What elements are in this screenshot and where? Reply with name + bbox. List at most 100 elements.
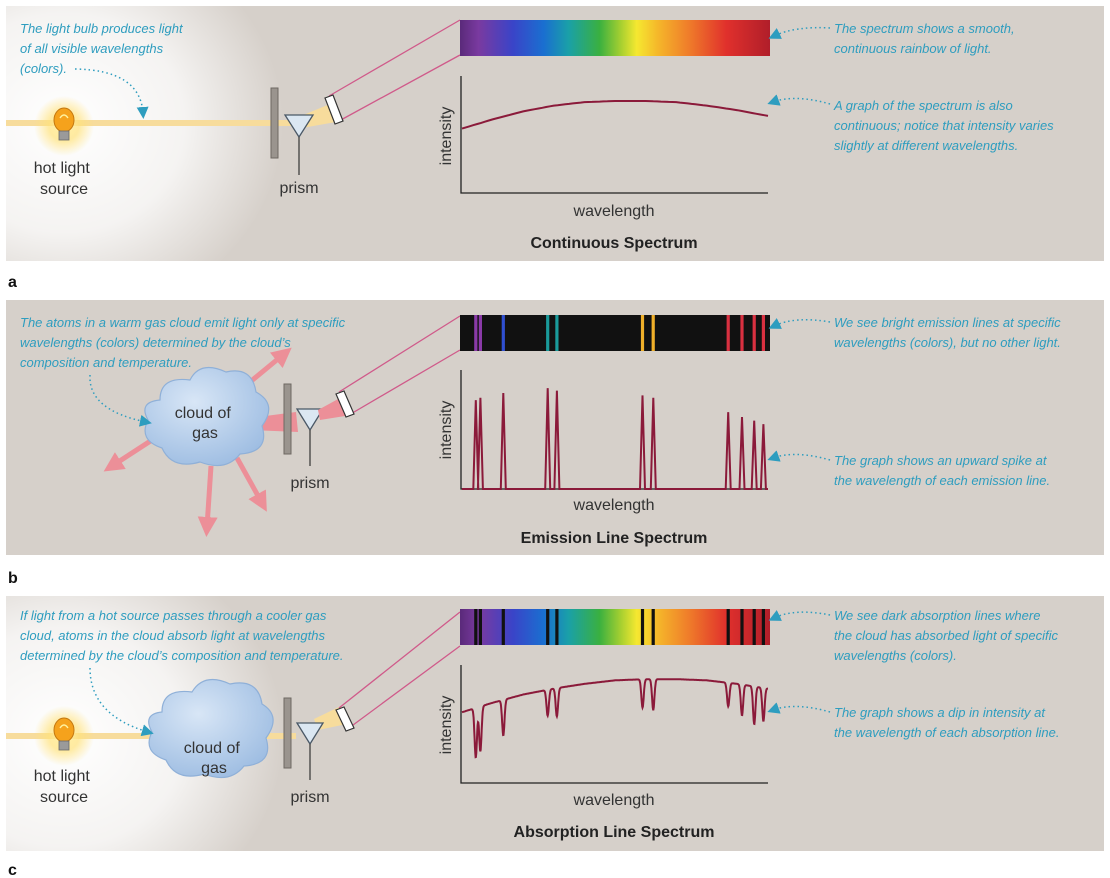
- emission-band-line: [640, 315, 645, 351]
- emission-spikes: [462, 388, 768, 490]
- emission-arrow: [234, 456, 267, 512]
- graph-axes: [460, 665, 768, 784]
- beam-edge-top: [338, 611, 461, 709]
- emission-lines-group: [474, 315, 765, 351]
- x-axis-label: wavelength: [573, 497, 655, 514]
- caption-right-bottom: A graph of the spectrum is also continuo…: [833, 98, 1057, 153]
- beam-edge-bottom: [348, 349, 461, 416]
- refracted-beam: [318, 398, 345, 420]
- emission-band-line: [651, 315, 655, 351]
- panel-c: hot light source cloud of gas prism inte…: [6, 596, 1104, 851]
- emission-band-line: [761, 315, 765, 351]
- absorption-spectrum-band: [460, 609, 770, 645]
- cloud-icon: [148, 678, 274, 779]
- caption-pointer-bottom: [767, 94, 831, 106]
- absorption-lines-group: [474, 609, 765, 645]
- emission-spectrum-band: [460, 315, 770, 351]
- slit-icon: [270, 87, 279, 159]
- continuous-spectrum-band: [460, 20, 770, 56]
- screen-icon: [335, 390, 355, 418]
- emission-arrow: [248, 347, 292, 384]
- absorption-band-line: [501, 609, 505, 645]
- beam-edge-bottom: [348, 645, 461, 729]
- caption-right-top: The spectrum shows a smooth, continuous …: [834, 21, 1018, 56]
- panel-b-letter: b: [8, 570, 18, 587]
- caption-pointer-left: [74, 68, 149, 119]
- absorption-band-line: [640, 609, 645, 645]
- absorption-band-line: [761, 609, 765, 645]
- emission-arrow: [197, 465, 218, 537]
- emission-band-line: [752, 315, 756, 351]
- emission-band-line: [478, 315, 482, 351]
- panel-a-title: Continuous Spectrum: [530, 235, 697, 252]
- absorption-curve: [461, 678, 768, 759]
- emission-arrows: [103, 347, 292, 537]
- x-axis-label: wavelength: [573, 203, 655, 220]
- beam-edge-top: [328, 19, 461, 97]
- y-axis-label: intensity: [438, 107, 455, 166]
- cloud-label: cloud of gas: [175, 405, 236, 442]
- screen-icon: [324, 94, 344, 125]
- absorption-band-line: [726, 609, 730, 645]
- panel-c-letter: c: [8, 862, 17, 878]
- prism-icon: [295, 408, 325, 432]
- beam-edge-bottom: [338, 54, 461, 122]
- source-label: hot light source: [34, 160, 95, 198]
- panel-a: hot light source prism intensity wavelen…: [6, 6, 1104, 261]
- absorption-band-line: [546, 609, 550, 645]
- y-axis-label: intensity: [438, 401, 455, 460]
- slit-icon: [283, 383, 292, 455]
- panel-c-title: Absorption Line Spectrum: [514, 824, 715, 841]
- emission-band-line: [501, 315, 505, 351]
- prism-icon: [283, 114, 315, 139]
- caption-pointer-left: [89, 667, 154, 737]
- caption-right-bottom: The graph shows an upward spike at the w…: [834, 453, 1050, 488]
- panel-b: cloud of gas prism intensity wavelength …: [6, 300, 1104, 555]
- emission-band-line: [555, 315, 559, 351]
- caption-left: If light from a hot source passes throug…: [20, 608, 344, 663]
- absorption-band-line: [752, 609, 756, 645]
- caption-pointer-top: [768, 26, 831, 39]
- caption-pointer-bottom: [767, 702, 831, 714]
- screen-icon: [335, 706, 355, 732]
- panel-b-title: Emission Line Spectrum: [521, 530, 708, 547]
- caption-right-top: We see dark absorption lines where the c…: [834, 608, 1062, 663]
- caption-pointer-left: [89, 374, 152, 427]
- source-label: hot light source: [34, 768, 95, 806]
- emission-band-line: [546, 315, 550, 351]
- caption-pointer-bottom: [767, 450, 831, 462]
- continuous-curve: [461, 100, 769, 130]
- caption-right-bottom: The graph shows a dip in intensity at th…: [834, 705, 1060, 740]
- absorption-band-line: [474, 609, 478, 645]
- caption-pointer-top: [768, 318, 831, 329]
- panel-a-letter: a: [8, 274, 17, 291]
- emission-band-line: [740, 315, 744, 351]
- slit-icon: [283, 697, 292, 769]
- emission-band-line: [726, 315, 730, 351]
- caption-right-top: We see bright emission lines at specific…: [834, 315, 1064, 350]
- cloud-icon: [144, 366, 270, 467]
- cloud-label: cloud of gas: [184, 740, 245, 777]
- light-bulb-icon: [34, 706, 94, 766]
- caption-pointer-top: [768, 610, 831, 621]
- light-beam: [6, 120, 296, 126]
- x-axis-label: wavelength: [573, 792, 655, 809]
- absorption-band-line: [478, 609, 482, 645]
- light-bulb-icon: [34, 96, 94, 156]
- absorption-curve-group: [461, 678, 768, 759]
- prism-label: prism: [290, 789, 329, 806]
- absorption-band-line: [740, 609, 744, 645]
- caption-left: The atoms in a warm gas cloud emit light…: [20, 315, 349, 370]
- prism-label: prism: [279, 180, 318, 197]
- beam-edge-top: [338, 315, 461, 393]
- emission-spikes-group: [462, 388, 768, 490]
- continuous-curve-group: [461, 100, 769, 130]
- y-axis-label: intensity: [438, 696, 455, 755]
- emission-band-line: [474, 315, 478, 351]
- caption-left: The light bulb produces light of all vis…: [20, 21, 186, 76]
- prism-icon: [295, 722, 325, 746]
- prism-label: prism: [290, 475, 329, 492]
- graph-axes: [460, 76, 768, 194]
- absorption-band-line: [555, 609, 559, 645]
